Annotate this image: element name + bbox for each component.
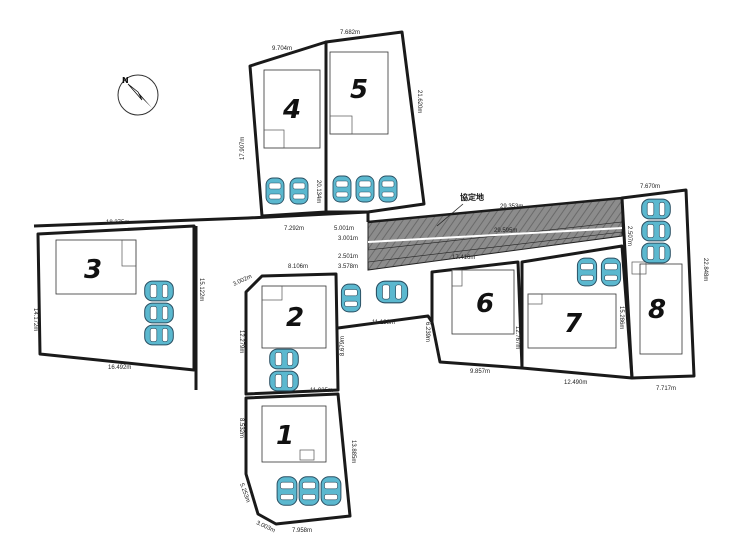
lot-dim: 11.025m [310, 388, 333, 394]
road-dim: 3.578m [338, 264, 358, 270]
road-dim: 3.001m [338, 236, 358, 242]
lot-dim: 13.885m [350, 440, 356, 463]
lot-dim: 7.717m [656, 386, 676, 392]
lot-6: 6 11.128m 6.239m 12.767m 9.857m [372, 260, 524, 375]
lot-dim: 12.490m [564, 380, 587, 386]
lot-dim: 22.848m [702, 258, 708, 281]
lot-dim: 14.172m [32, 308, 38, 331]
lot-dim: 9.857m [470, 369, 490, 375]
lot-2: 2 3.002m 8.106m 12.279m 11.025m 8.679m [232, 264, 409, 396]
lot-number: 1 [276, 421, 294, 451]
road-edge-north [33, 210, 370, 228]
lot-8: 8 7.670m 22.848m 2.507m 7.717m [620, 184, 708, 392]
lot-4: 4 9.704m 17.907m 20.134m 7.292m [240, 40, 328, 232]
lot-dim: 7.682m [340, 30, 360, 36]
lot-dim: 5.001m [334, 226, 354, 232]
lot-dim: 17.907m [240, 137, 246, 160]
road-length-mid: 29.595m [494, 228, 517, 234]
lot-dim: 7.292m [284, 226, 304, 232]
lot-1: 1 8.532m 13.885m 5.253m 3.003m 7.958m [238, 392, 356, 534]
lot-dim: 2.507m [626, 226, 632, 246]
road-length-bottom: 17.416m [452, 255, 475, 261]
lot-dim: 16.492m [108, 365, 131, 371]
lot-dim: 21.620m [416, 90, 422, 113]
agreement-road-label: 協定地 [460, 192, 484, 202]
lot-7: 7 12.490m 15.286m [520, 244, 634, 386]
lot-dim: 3.002m [232, 274, 253, 288]
lot-5: 5 7.682m 21.620m 5.001m [324, 30, 426, 232]
lot-dim: 20.134m [315, 180, 321, 203]
lot-dim: 8.106m [288, 264, 308, 270]
lot-dim: 12.767m [514, 326, 520, 349]
lot-3: 3 18.375m 14.172m 16.492m 15.122m [32, 220, 204, 372]
lot-number: 2 [286, 303, 304, 333]
agreement-road: 協定地 29.353m 29.595m 17.416m [367, 192, 623, 271]
lot-dim: 11.128m [372, 320, 395, 326]
lot-dim: 15.286m [618, 306, 624, 329]
lot-dim: 6.239m [424, 322, 430, 342]
lot-dim: 18.375m [106, 220, 129, 226]
lot-dim: 7.670m [640, 184, 660, 190]
road-dim: 2.501m [338, 254, 358, 260]
lot-number: 8 [648, 295, 666, 325]
lot-number: 7 [564, 309, 583, 339]
lot-dim: 12.279m [238, 330, 244, 353]
lot-dim: 9.704m [272, 46, 292, 52]
lot-dim: 15.122m [198, 278, 204, 301]
road-length-top: 29.353m [500, 204, 523, 210]
lot-number: 5 [350, 75, 368, 105]
lot-dim: 7.958m [292, 528, 312, 534]
lot-dim: 8.532m [238, 418, 244, 438]
lot-number: 3 [84, 255, 102, 285]
lot-number: 6 [476, 289, 494, 319]
compass-label: N [122, 76, 129, 85]
lot-dim: 8.679m [340, 336, 346, 356]
lot-number: 4 [282, 95, 301, 125]
compass: N [117, 74, 159, 116]
